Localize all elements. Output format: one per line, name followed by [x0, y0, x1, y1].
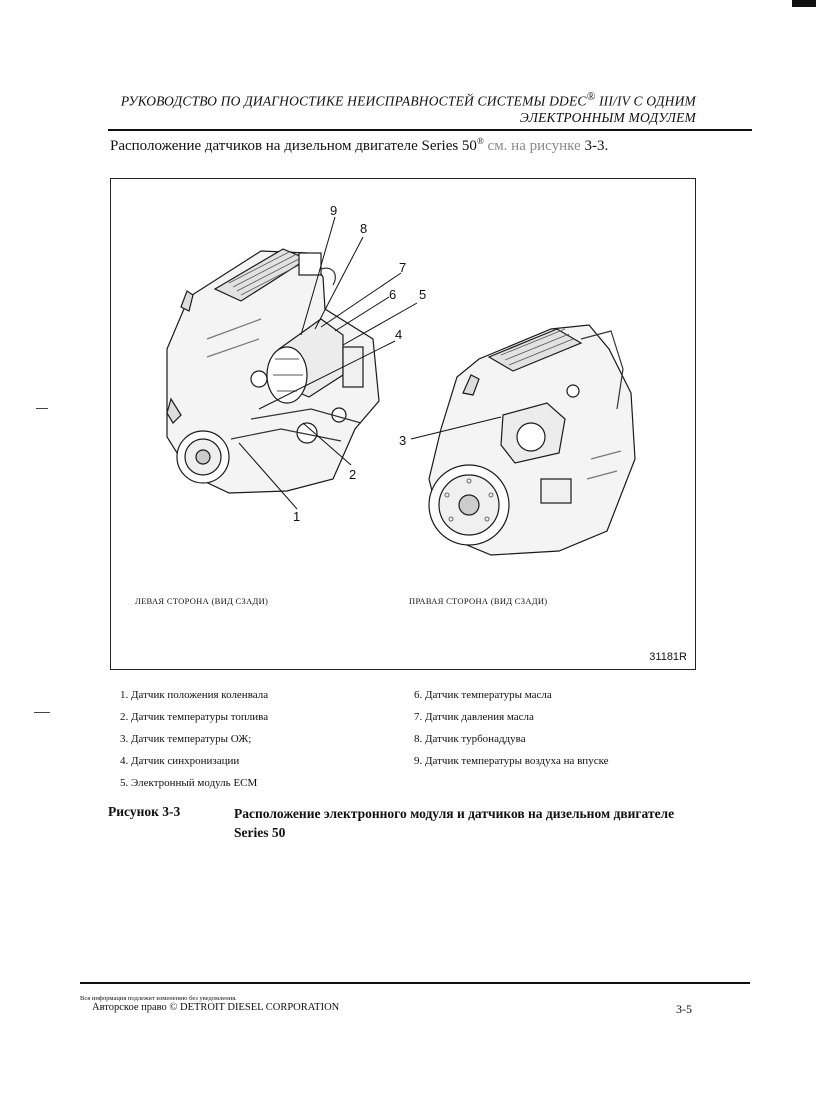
scan-corner-mark: [792, 0, 816, 7]
callout-leaders: [238, 216, 502, 510]
intro-sentence: Расположение датчиков на дизельном двига…: [110, 136, 609, 154]
legend-item: 1. Датчик положения коленвала: [120, 689, 269, 701]
callout-2: 2: [349, 467, 356, 482]
header-rule: [108, 129, 752, 131]
callout-1: 1: [293, 509, 300, 524]
callout-6: 6: [389, 287, 396, 302]
right-side-caption: ПРАВАЯ СТОРОНА (ВИД СЗАДИ): [409, 596, 548, 606]
footer-rule: [80, 982, 750, 984]
callout-3: 3: [399, 433, 406, 448]
callout-5: 5: [419, 287, 426, 302]
figure-label: Рисунок 3-3: [108, 804, 181, 819]
legend-left-column: 1. Датчик положения коленвала 2. Датчик …: [120, 684, 268, 794]
legend-item: 5. Электронный модуль ECM: [120, 777, 258, 789]
legend-item: 7. Датчик давления масла: [414, 711, 534, 723]
margin-mark-2: [34, 712, 50, 713]
callout-9: 9: [330, 203, 337, 218]
right-engine-drawing: [428, 324, 636, 556]
engine-illustration: 9 8 7 6 5 4 2 1 3: [166, 203, 636, 556]
legend-item: 8. Датчик турбонаддува: [414, 733, 526, 745]
callout-8: 8: [360, 221, 367, 236]
legend-item: 2. Датчик температуры топлива: [120, 711, 269, 723]
legend-right-column: 6. Датчик температуры масла 7. Датчик да…: [414, 684, 609, 772]
footer-notice: Вся информация подлежит изменению без ув…: [80, 995, 237, 1002]
left-side-caption: ЛЕВАЯ СТОРОНА (ВИД СЗАДИ): [135, 596, 269, 606]
footer-copyright: Авторское право © DETROIT DIESEL CORPORA…: [92, 1002, 340, 1013]
figure-code: 31181R: [649, 651, 687, 663]
legend-item: 3. Датчик температуры ОЖ;: [120, 733, 252, 745]
figure-frame: 9 8 7 6 5 4 2 1 3 ЛЕВАЯ СТОРОНА (ВИД СЗА…: [110, 178, 696, 670]
figure-title: Расположение электронного модуля и датчи…: [234, 806, 675, 840]
legend-item: 9. Датчик температуры воздуха на впуске: [414, 755, 609, 767]
running-header-line1: РУКОВОДСТВО ПО ДИАГНОСТИКЕ НЕИСПРАВНОСТЕ…: [120, 91, 696, 109]
callout-4: 4: [395, 327, 402, 342]
margin-mark-1: [36, 408, 48, 409]
left-engine-drawing: [166, 248, 380, 494]
running-header-line2: ЭЛЕКТРОННЫМ МОДУЛЕМ: [519, 110, 696, 125]
callout-7: 7: [399, 260, 406, 275]
legend-item: 6. Датчик температуры масла: [414, 689, 552, 701]
legend-item: 4. Датчик синхронизации: [120, 755, 240, 767]
page-number: 3-5: [676, 1002, 692, 1016]
